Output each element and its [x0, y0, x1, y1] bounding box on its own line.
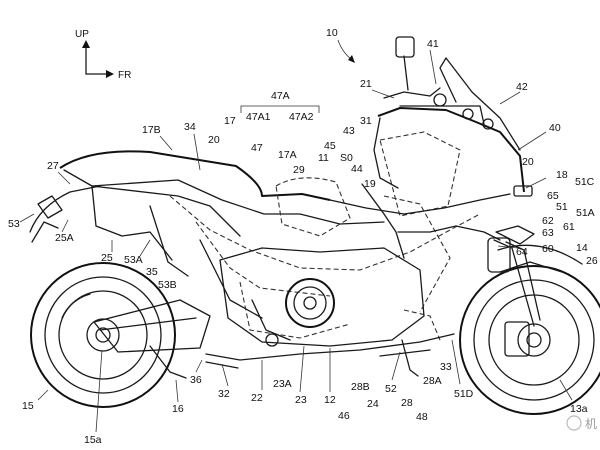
- ref-label: 51C: [575, 176, 595, 188]
- front-fork: [487, 237, 583, 327]
- ref-label: 19: [364, 178, 376, 190]
- ref-label: 53B: [158, 279, 177, 291]
- hidden-lines: [169, 131, 481, 341]
- ref-label: 23: [295, 394, 307, 406]
- group-bracket: [240, 105, 320, 113]
- leader-lines: [19, 49, 573, 433]
- ref-label: 24: [367, 398, 379, 410]
- side-cover: [91, 179, 385, 319]
- ref-label: 51: [556, 201, 568, 213]
- up-arrowhead: [82, 40, 90, 48]
- engine: [219, 247, 425, 347]
- ref-label: 42: [516, 81, 528, 93]
- frame: [329, 183, 511, 259]
- ref-label: 41: [427, 38, 439, 50]
- ref-label: 32: [218, 388, 230, 400]
- ref-label: 40: [549, 122, 561, 134]
- ref-label: 62: [542, 215, 554, 227]
- ref-label: 45: [324, 140, 336, 152]
- ref-label: S0: [340, 152, 353, 164]
- ref-label: 12: [324, 394, 336, 406]
- ref-label: 44: [351, 163, 363, 175]
- ref-label: 65: [547, 190, 559, 202]
- figure-number-arrowhead: [348, 55, 355, 63]
- ref-label: 46: [338, 410, 350, 422]
- ref-label: 16: [172, 403, 184, 415]
- ref-label: 61: [563, 221, 575, 233]
- ref-label: 15: [22, 400, 34, 412]
- watermark: 机: [566, 415, 597, 431]
- ref-label: 22: [251, 392, 263, 404]
- ref-label: 18: [556, 169, 568, 181]
- ref-label: 26: [586, 255, 598, 267]
- ref-label: 51D: [454, 388, 474, 400]
- ref-label: 53: [8, 218, 20, 230]
- ref-label: 25A: [55, 232, 74, 244]
- ref-label: 47: [251, 142, 263, 154]
- ref-label: 20: [522, 156, 534, 168]
- front-cowl: [373, 57, 525, 193]
- figure-number-leader: [337, 39, 353, 61]
- ref-label: 27: [47, 160, 59, 172]
- ref-label: 48: [416, 411, 428, 423]
- motorcycle: [29, 36, 600, 415]
- ref-label: 28: [401, 397, 413, 409]
- ref-label: 15a: [84, 434, 102, 446]
- group-label-47a: 47A: [271, 90, 290, 102]
- up-label: UP: [75, 29, 89, 40]
- ref-label: 23A: [273, 378, 292, 390]
- brake-caliper: [504, 321, 530, 357]
- subgroup-label-47a1: 47A1: [246, 111, 271, 123]
- ref-label: 17: [224, 115, 236, 127]
- figure-number: 10: [326, 27, 338, 39]
- side-stand: [401, 339, 419, 377]
- ref-label: 53A: [124, 254, 143, 266]
- ref-label: 17B: [142, 124, 161, 136]
- ref-label: 21: [360, 78, 372, 90]
- ref-label: 63: [542, 227, 554, 239]
- rear-fender: [29, 185, 101, 243]
- ref-label: 11: [318, 152, 329, 164]
- ref-label: 36: [190, 374, 202, 386]
- ref-label: 28A: [423, 375, 442, 387]
- headlight: [495, 185, 535, 245]
- ref-label: 14: [576, 242, 588, 254]
- rear-wheel: [30, 262, 176, 408]
- ref-label: 43: [343, 125, 355, 137]
- ref-label: 28B: [351, 381, 370, 393]
- watermark-logo: [566, 415, 582, 431]
- ref-label: 64: [516, 246, 528, 258]
- ref-label: 31: [360, 115, 372, 127]
- ref-label: 51A: [576, 207, 595, 219]
- ref-label: 29: [293, 164, 305, 176]
- reference-labels: 15 15a 16 17B 34 20 17 47 17A 27 53 25A …: [8, 38, 598, 446]
- handlebar: [383, 36, 494, 130]
- ref-label: 35: [146, 266, 158, 278]
- ref-label: 52: [385, 383, 397, 395]
- ref-label: 33: [440, 361, 452, 373]
- subgroup-label-47a2: 47A2: [289, 111, 314, 123]
- swing-arm: [93, 299, 211, 379]
- front-wheel: [459, 265, 600, 415]
- ref-label: 17A: [278, 149, 297, 161]
- ref-label: 13a: [570, 403, 588, 415]
- seat: [59, 150, 331, 237]
- fr-label: FR: [118, 70, 131, 81]
- fr-arrowhead: [106, 70, 114, 78]
- ref-label: 60: [542, 243, 554, 255]
- mirror: [395, 36, 415, 58]
- ref-label: 25: [101, 252, 113, 264]
- orientation-indicator: UP FR: [75, 29, 131, 81]
- watermark-text: 机: [585, 417, 597, 431]
- ref-label: 20: [208, 134, 220, 146]
- ref-label: 34: [184, 121, 196, 133]
